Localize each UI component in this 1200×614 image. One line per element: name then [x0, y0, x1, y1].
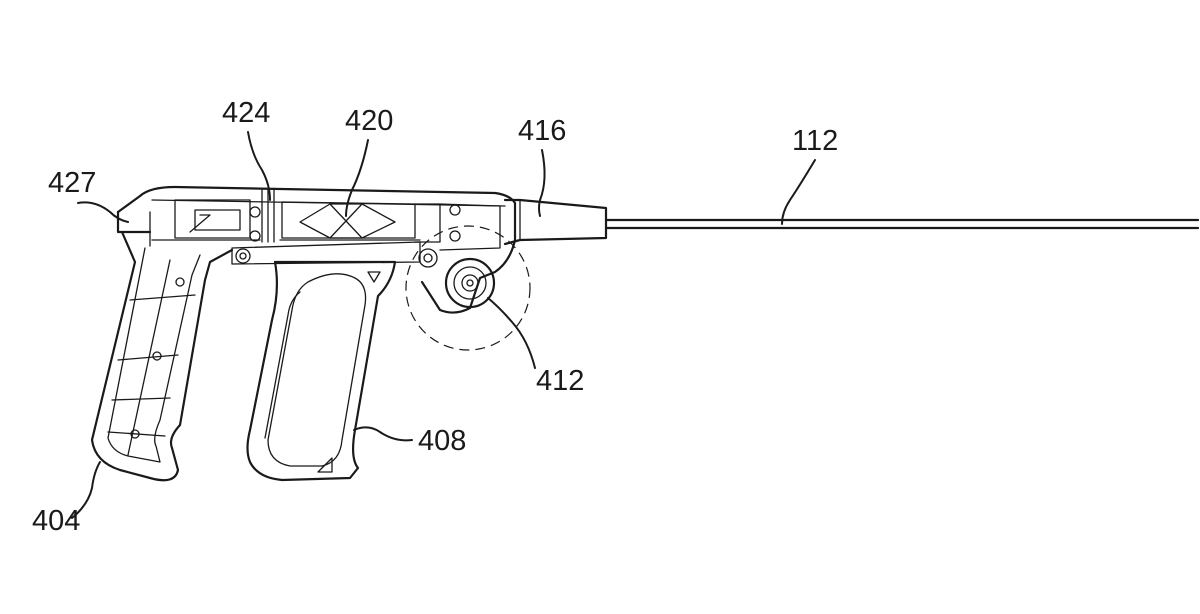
- trigger: [246, 260, 397, 482]
- shaft: [604, 218, 1200, 230]
- leader-lines: [71, 131, 816, 519]
- label-112: 112: [792, 125, 838, 157]
- label-427: 427: [48, 167, 96, 199]
- leader-404: [71, 461, 101, 519]
- leader-427: [77, 201, 129, 223]
- housing-upper: [116, 185, 517, 314]
- wheel: [405, 225, 531, 351]
- label-420: 420: [345, 105, 393, 137]
- leader-420: [345, 139, 369, 217]
- linkage: [231, 241, 421, 265]
- label-416: 416: [518, 115, 566, 147]
- label-404: 404: [32, 505, 80, 537]
- label-412: 412: [536, 365, 584, 397]
- leader-408: [353, 426, 413, 442]
- leader-416: [538, 149, 546, 217]
- nose-cone: [503, 198, 608, 246]
- leader-112: [781, 159, 816, 225]
- label-424: 424: [222, 97, 270, 129]
- leader-412: [487, 297, 536, 369]
- reference-numerals: 112 416 420 424 427 412 408 404: [32, 97, 838, 537]
- leader-424: [247, 131, 271, 201]
- label-408: 408: [418, 425, 466, 457]
- handle-grip: [90, 230, 234, 482]
